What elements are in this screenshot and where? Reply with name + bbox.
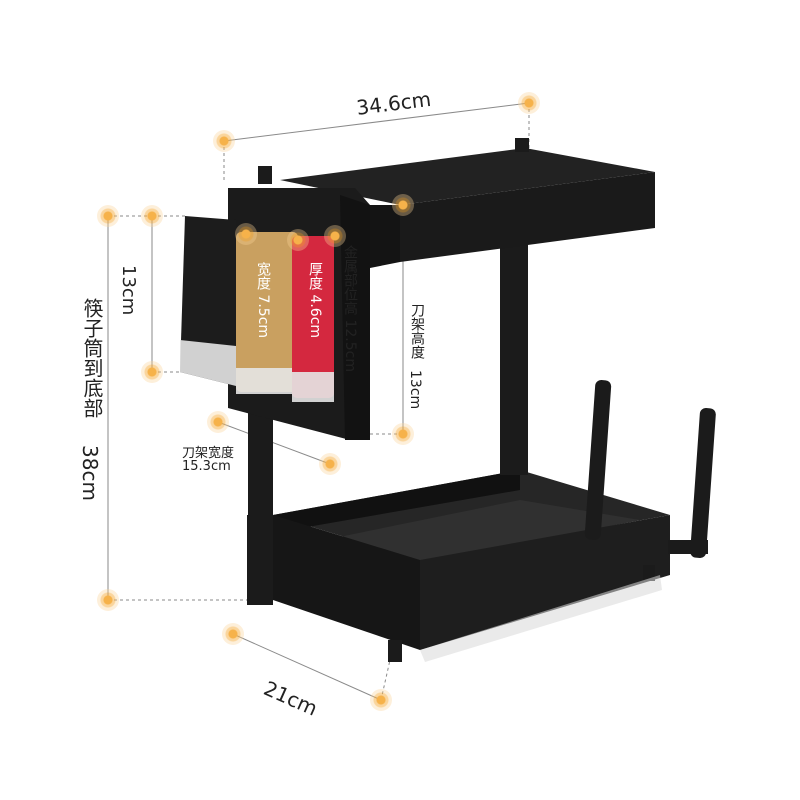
marker-dot (141, 205, 163, 227)
marker-dot (370, 689, 392, 711)
marker-dot (222, 623, 244, 645)
guide-knife-width (217, 421, 331, 465)
label-knife-width-line1: 刀架宽度 (182, 446, 235, 461)
marker-dot (235, 223, 257, 245)
label-knife-width-line2: 15.3cm (182, 459, 231, 474)
marker-dot (97, 589, 119, 611)
rear-post (500, 245, 528, 475)
cutting-board-tan (236, 232, 298, 394)
label-cup-to-bottom-value: 38cm (78, 445, 102, 501)
marker-dot (518, 92, 540, 114)
label-cup-to-bottom: 筷子筒到底部 (80, 298, 104, 418)
marker-dot (319, 453, 341, 475)
marker-dot (392, 423, 414, 445)
label-knife-height-value: 13cm (407, 370, 423, 410)
marker-dot (213, 130, 235, 152)
label-knife-height: 刀架高度 (409, 303, 425, 359)
label-metal-height: 金属部位高 12.5cm (342, 245, 358, 372)
marker-dot (287, 229, 309, 251)
marker-dot (141, 361, 163, 383)
guide-width-top (223, 102, 530, 142)
cutting-board-red (292, 236, 334, 402)
chopstick-cup (180, 216, 236, 386)
bottom-tier (247, 380, 716, 662)
marker-dot (392, 194, 414, 216)
label-cup-height: 13cm (118, 265, 139, 316)
marker-dot (97, 205, 119, 227)
marker-dot (207, 411, 229, 433)
label-board-width: 宽度 7.5cm (255, 262, 271, 339)
label-board-thickness: 厚度 4.6cm (307, 262, 323, 339)
marker-dot (324, 225, 346, 247)
guide-depth (232, 633, 382, 701)
top-tier (258, 138, 655, 268)
